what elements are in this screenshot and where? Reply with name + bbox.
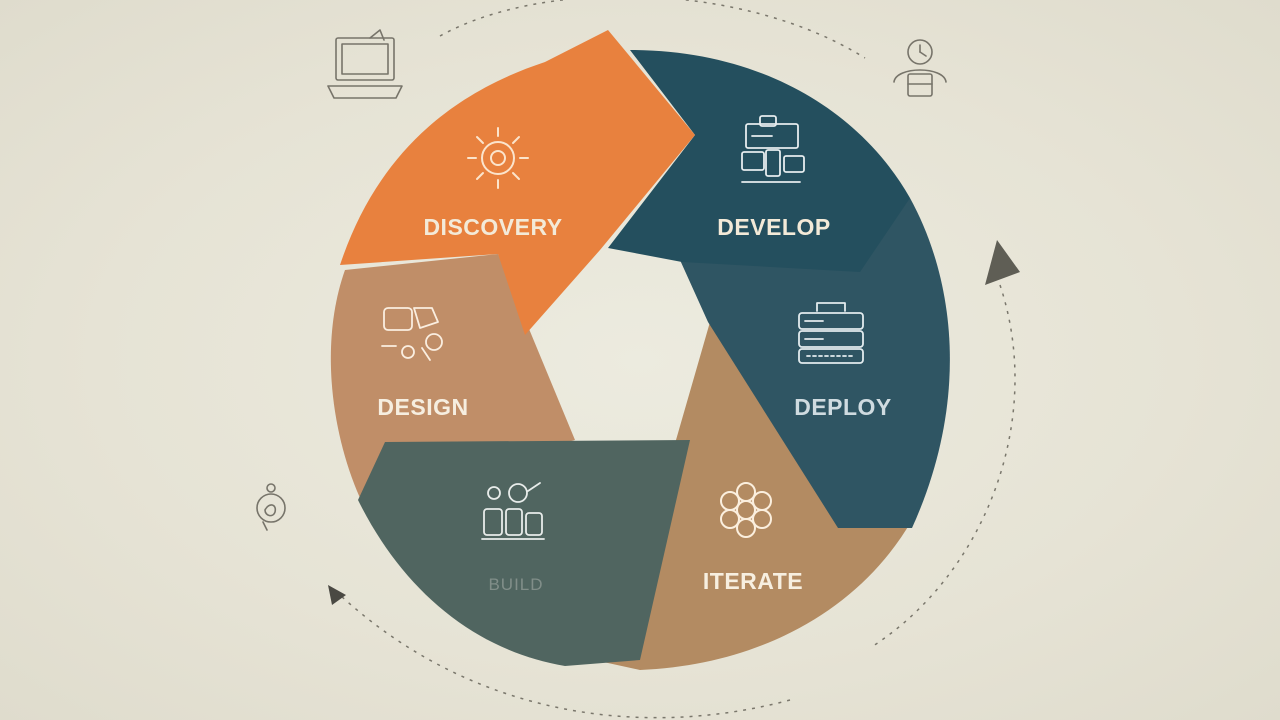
segment-discovery — [340, 30, 695, 335]
team-tools-icon — [481, 482, 545, 540]
code-devices-icon — [741, 115, 805, 183]
segment-develop — [608, 50, 910, 272]
design-shapes-icon — [381, 307, 443, 361]
segment-iterate — [585, 322, 912, 670]
cycle-arrowhead-right — [985, 240, 1020, 285]
lightbulb-hand-icon — [256, 483, 286, 531]
cog-flower-icon — [720, 482, 772, 538]
stage-labels: DISCOVERY DEVELOP DESIGN DEPLOY ITERATE … — [377, 214, 891, 594]
label-design: DESIGN — [377, 394, 468, 420]
segment-design — [330, 254, 575, 498]
orbit-ring — [339, 0, 1016, 719]
label-iterate: ITERATE — [703, 568, 803, 594]
label-develop: DEVELOP — [717, 214, 830, 240]
label-build: BUILD — [488, 575, 543, 594]
label-discovery: DISCOVERY — [423, 214, 562, 240]
label-deploy: DEPLOY — [794, 394, 892, 420]
lightbulb-gear-icon — [467, 127, 529, 189]
segment-build — [358, 440, 690, 666]
server-rack-icon — [798, 302, 864, 364]
cycle-arrowhead-left — [328, 585, 346, 605]
laptop-icon — [327, 29, 403, 99]
clock-person-icon — [893, 39, 947, 97]
